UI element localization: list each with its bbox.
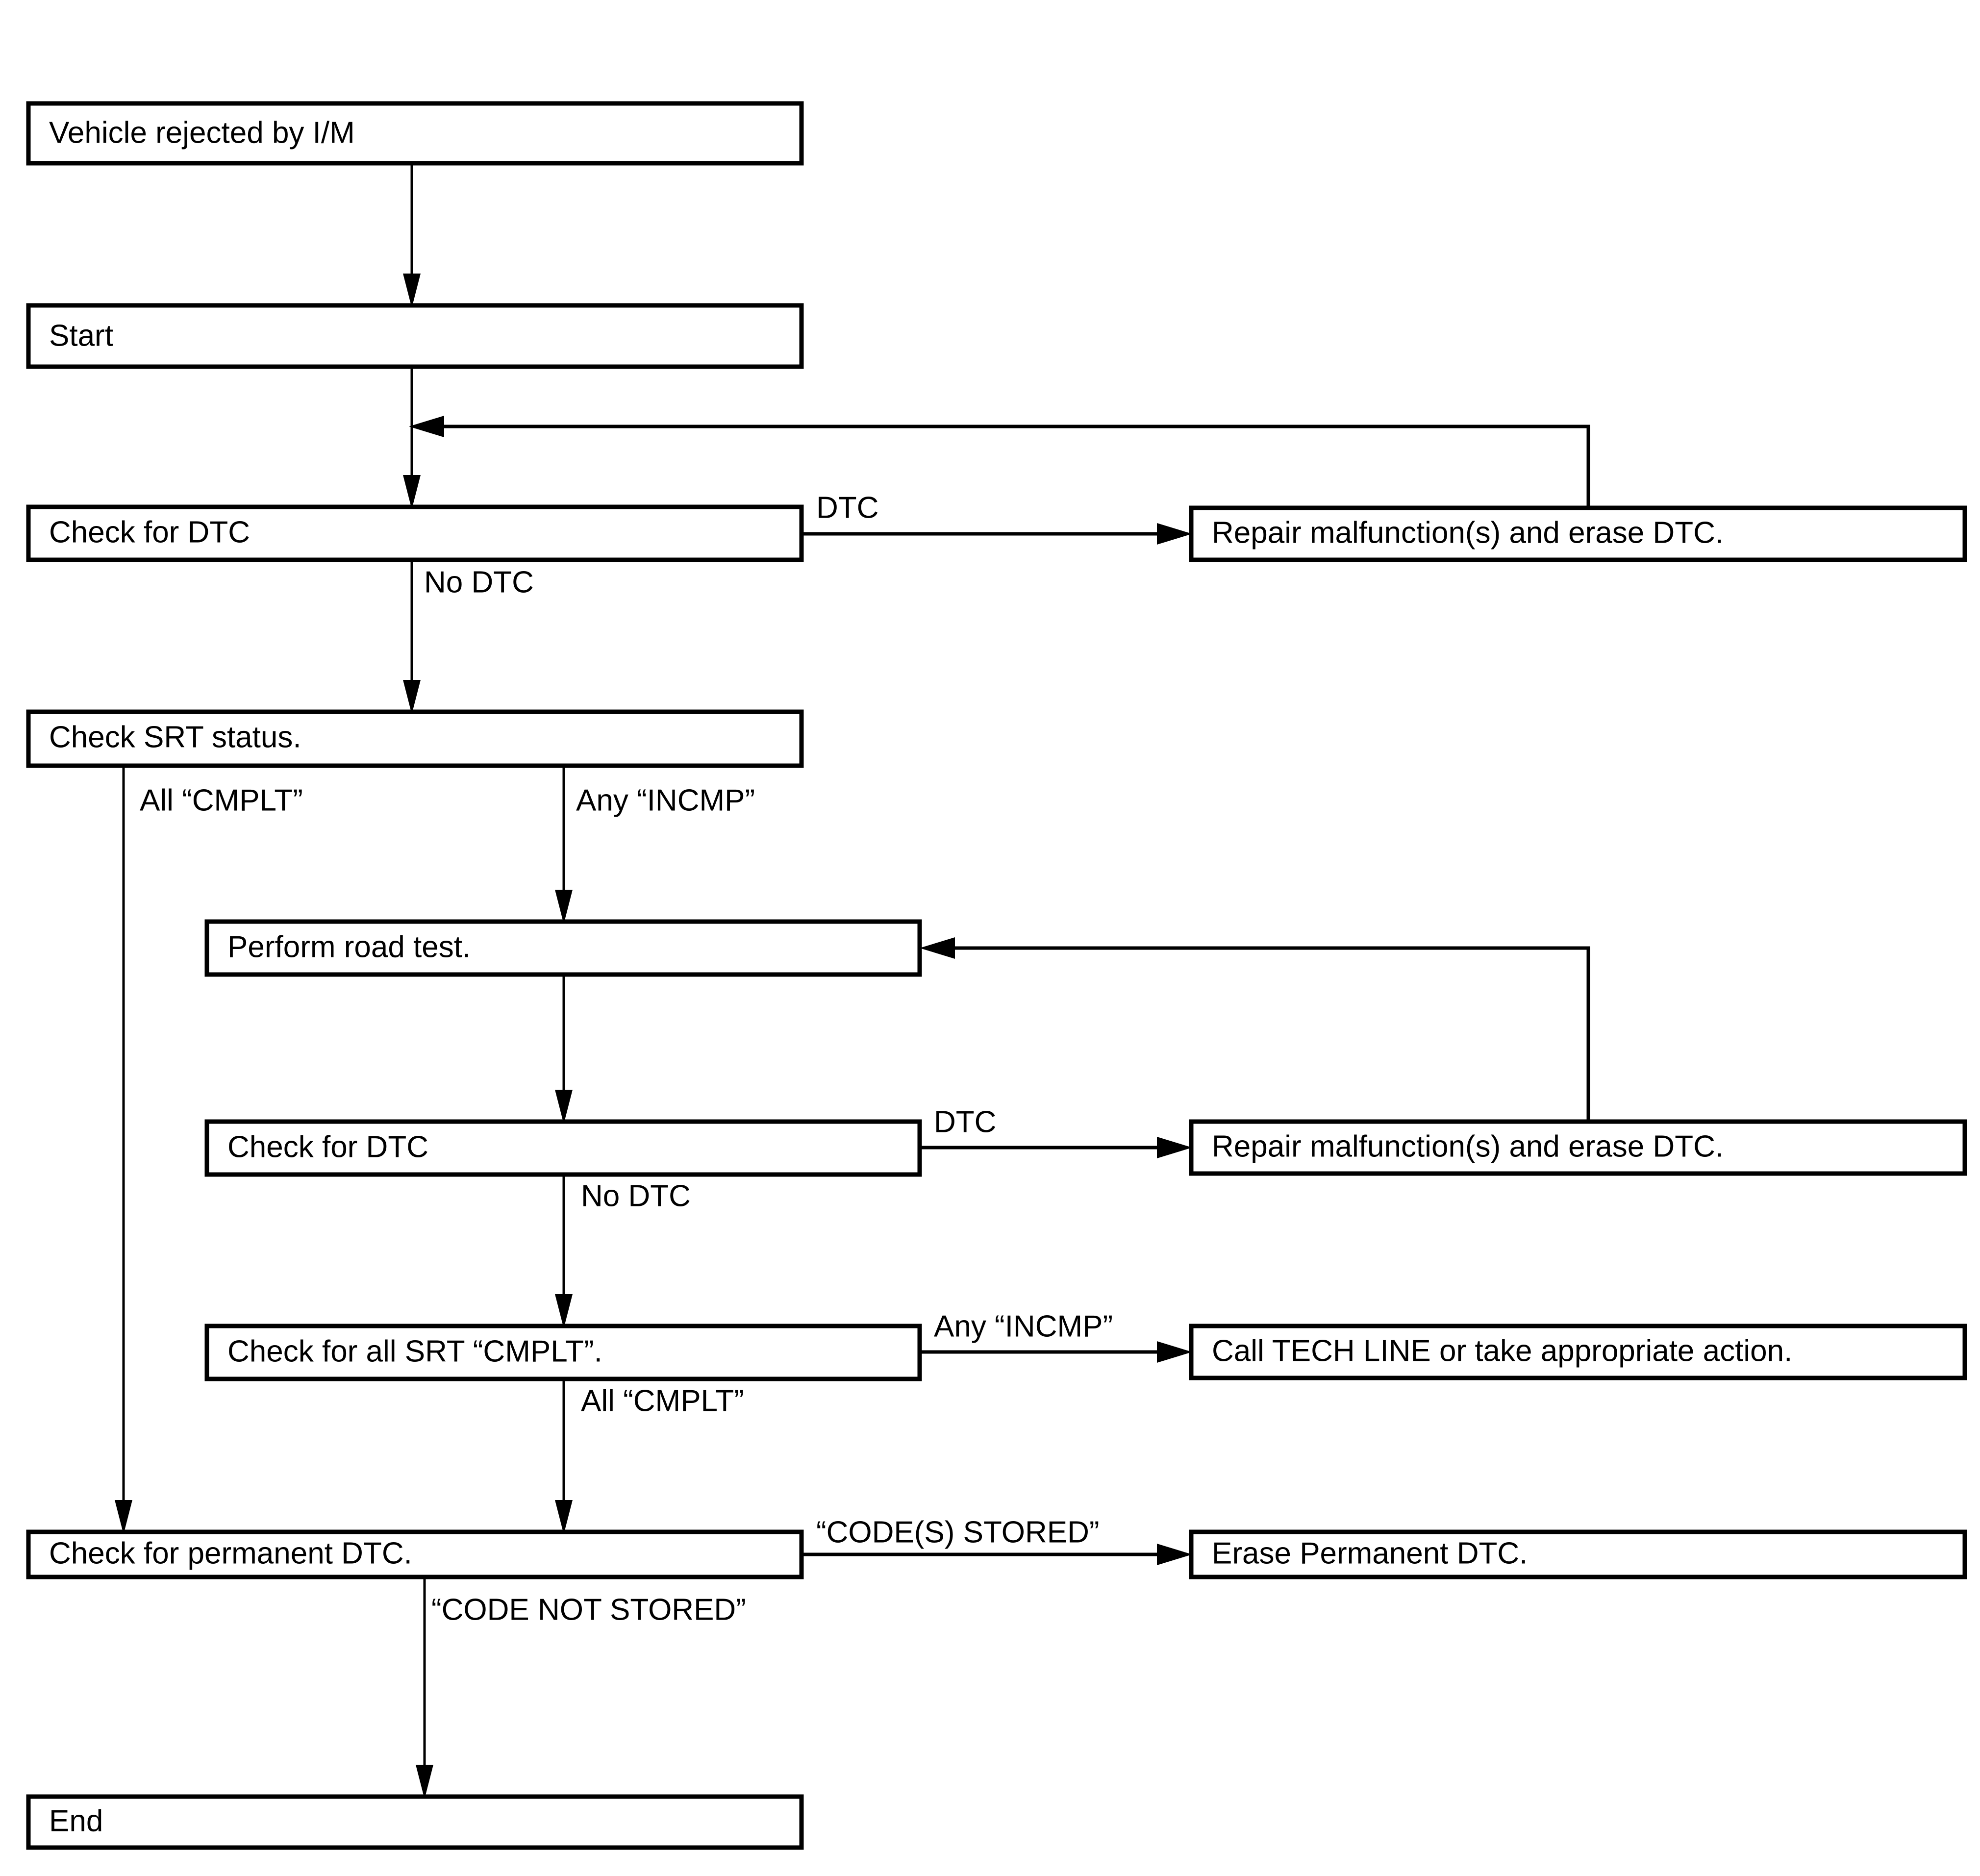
edge-label-code-not-stored: “CODE NOT STORED” bbox=[431, 1593, 746, 1626]
node-label-end: End bbox=[49, 1804, 103, 1838]
edge-label-any-incmp-1: Any “INCMP” bbox=[576, 783, 755, 817]
node-label-check-dtc-1: Check for DTC bbox=[49, 515, 250, 549]
connector-road-test-to-check-dtc-2 bbox=[555, 975, 573, 1124]
node-vehicle-rejected[interactable]: Vehicle rejected by I/M bbox=[26, 101, 804, 166]
node-label-erase-permanent-dtc: Erase Permanent DTC. bbox=[1212, 1536, 1528, 1570]
edge-label-no-dtc-1: No DTC bbox=[424, 565, 534, 599]
node-erase-permanent-dtc[interactable]: Erase Permanent DTC. bbox=[1189, 1529, 1967, 1579]
connector-check-srt-to-road-test bbox=[555, 766, 573, 924]
node-road-test[interactable]: Perform road test. bbox=[204, 919, 922, 977]
node-label-check-permanent-dtc: Check for permanent DTC. bbox=[49, 1536, 412, 1570]
edge-label-no-dtc-2: No DTC bbox=[581, 1179, 691, 1213]
connector-check-all-srt-to-tech-line bbox=[920, 1341, 1192, 1363]
node-check-dtc-2[interactable]: Check for DTC bbox=[204, 1119, 922, 1177]
connector-check-dtc-1-to-check-srt bbox=[403, 560, 421, 714]
connector-check-dtc-2-to-check-all-srt bbox=[555, 1175, 573, 1328]
node-check-dtc-1[interactable]: Check for DTC bbox=[26, 504, 804, 562]
node-label-repair-2: Repair malfunction(s) and erase DTC. bbox=[1212, 1129, 1724, 1163]
edge-label-dtc-2: DTC bbox=[934, 1105, 996, 1139]
connector-permanent-to-end bbox=[416, 1577, 433, 1799]
node-check-permanent-dtc[interactable]: Check for permanent DTC. bbox=[26, 1529, 804, 1579]
connector-vehicle-to-start bbox=[403, 163, 421, 308]
connector-repair-2-feedback bbox=[920, 937, 1590, 1122]
node-label-check-srt: Check SRT status. bbox=[49, 720, 301, 754]
edge-label-any-incmp-2: Any “INCMP” bbox=[934, 1309, 1113, 1343]
connector-check-all-srt-to-permanent bbox=[555, 1379, 573, 1534]
node-check-all-srt[interactable]: Check for all SRT “CMPLT”. bbox=[204, 1324, 922, 1381]
connector-check-dtc-1-to-repair-1 bbox=[802, 523, 1192, 545]
node-repair-2[interactable]: Repair malfunction(s) and erase DTC. bbox=[1189, 1119, 1967, 1176]
node-repair-1[interactable]: Repair malfunction(s) and erase DTC. bbox=[1189, 505, 1967, 562]
node-label-check-all-srt: Check for all SRT “CMPLT”. bbox=[227, 1334, 602, 1368]
edge-label-all-cmplt-2: All “CMPLT” bbox=[581, 1384, 744, 1418]
edge-label-all-cmplt-1: All “CMPLT” bbox=[140, 783, 303, 817]
connector-repair-1-feedback bbox=[409, 416, 1590, 508]
node-label-start: Start bbox=[49, 319, 113, 352]
connector-check-srt-to-permanent bbox=[115, 766, 132, 1534]
node-end[interactable]: End bbox=[26, 1794, 804, 1850]
edge-label-codes-stored: “CODE(S) STORED” bbox=[816, 1515, 1100, 1549]
node-label-road-test: Perform road test. bbox=[227, 930, 471, 964]
node-label-repair-1: Repair malfunction(s) and erase DTC. bbox=[1212, 516, 1724, 550]
node-call-tech-line[interactable]: Call TECH LINE or take appropriate actio… bbox=[1189, 1324, 1967, 1380]
node-check-srt[interactable]: Check SRT status. bbox=[26, 709, 804, 768]
node-label-call-tech-line: Call TECH LINE or take appropriate actio… bbox=[1212, 1334, 1792, 1368]
edge-label-dtc-1: DTC bbox=[816, 491, 878, 525]
connector-permanent-to-erase bbox=[802, 1544, 1192, 1565]
connector-check-dtc-2-to-repair-2 bbox=[920, 1137, 1192, 1158]
connector-start-to-check-dtc-1 bbox=[403, 367, 421, 509]
node-label-check-dtc-2: Check for DTC bbox=[227, 1130, 428, 1164]
node-label-vehicle-rejected: Vehicle rejected by I/M bbox=[49, 116, 355, 150]
node-start[interactable]: Start bbox=[26, 303, 804, 369]
